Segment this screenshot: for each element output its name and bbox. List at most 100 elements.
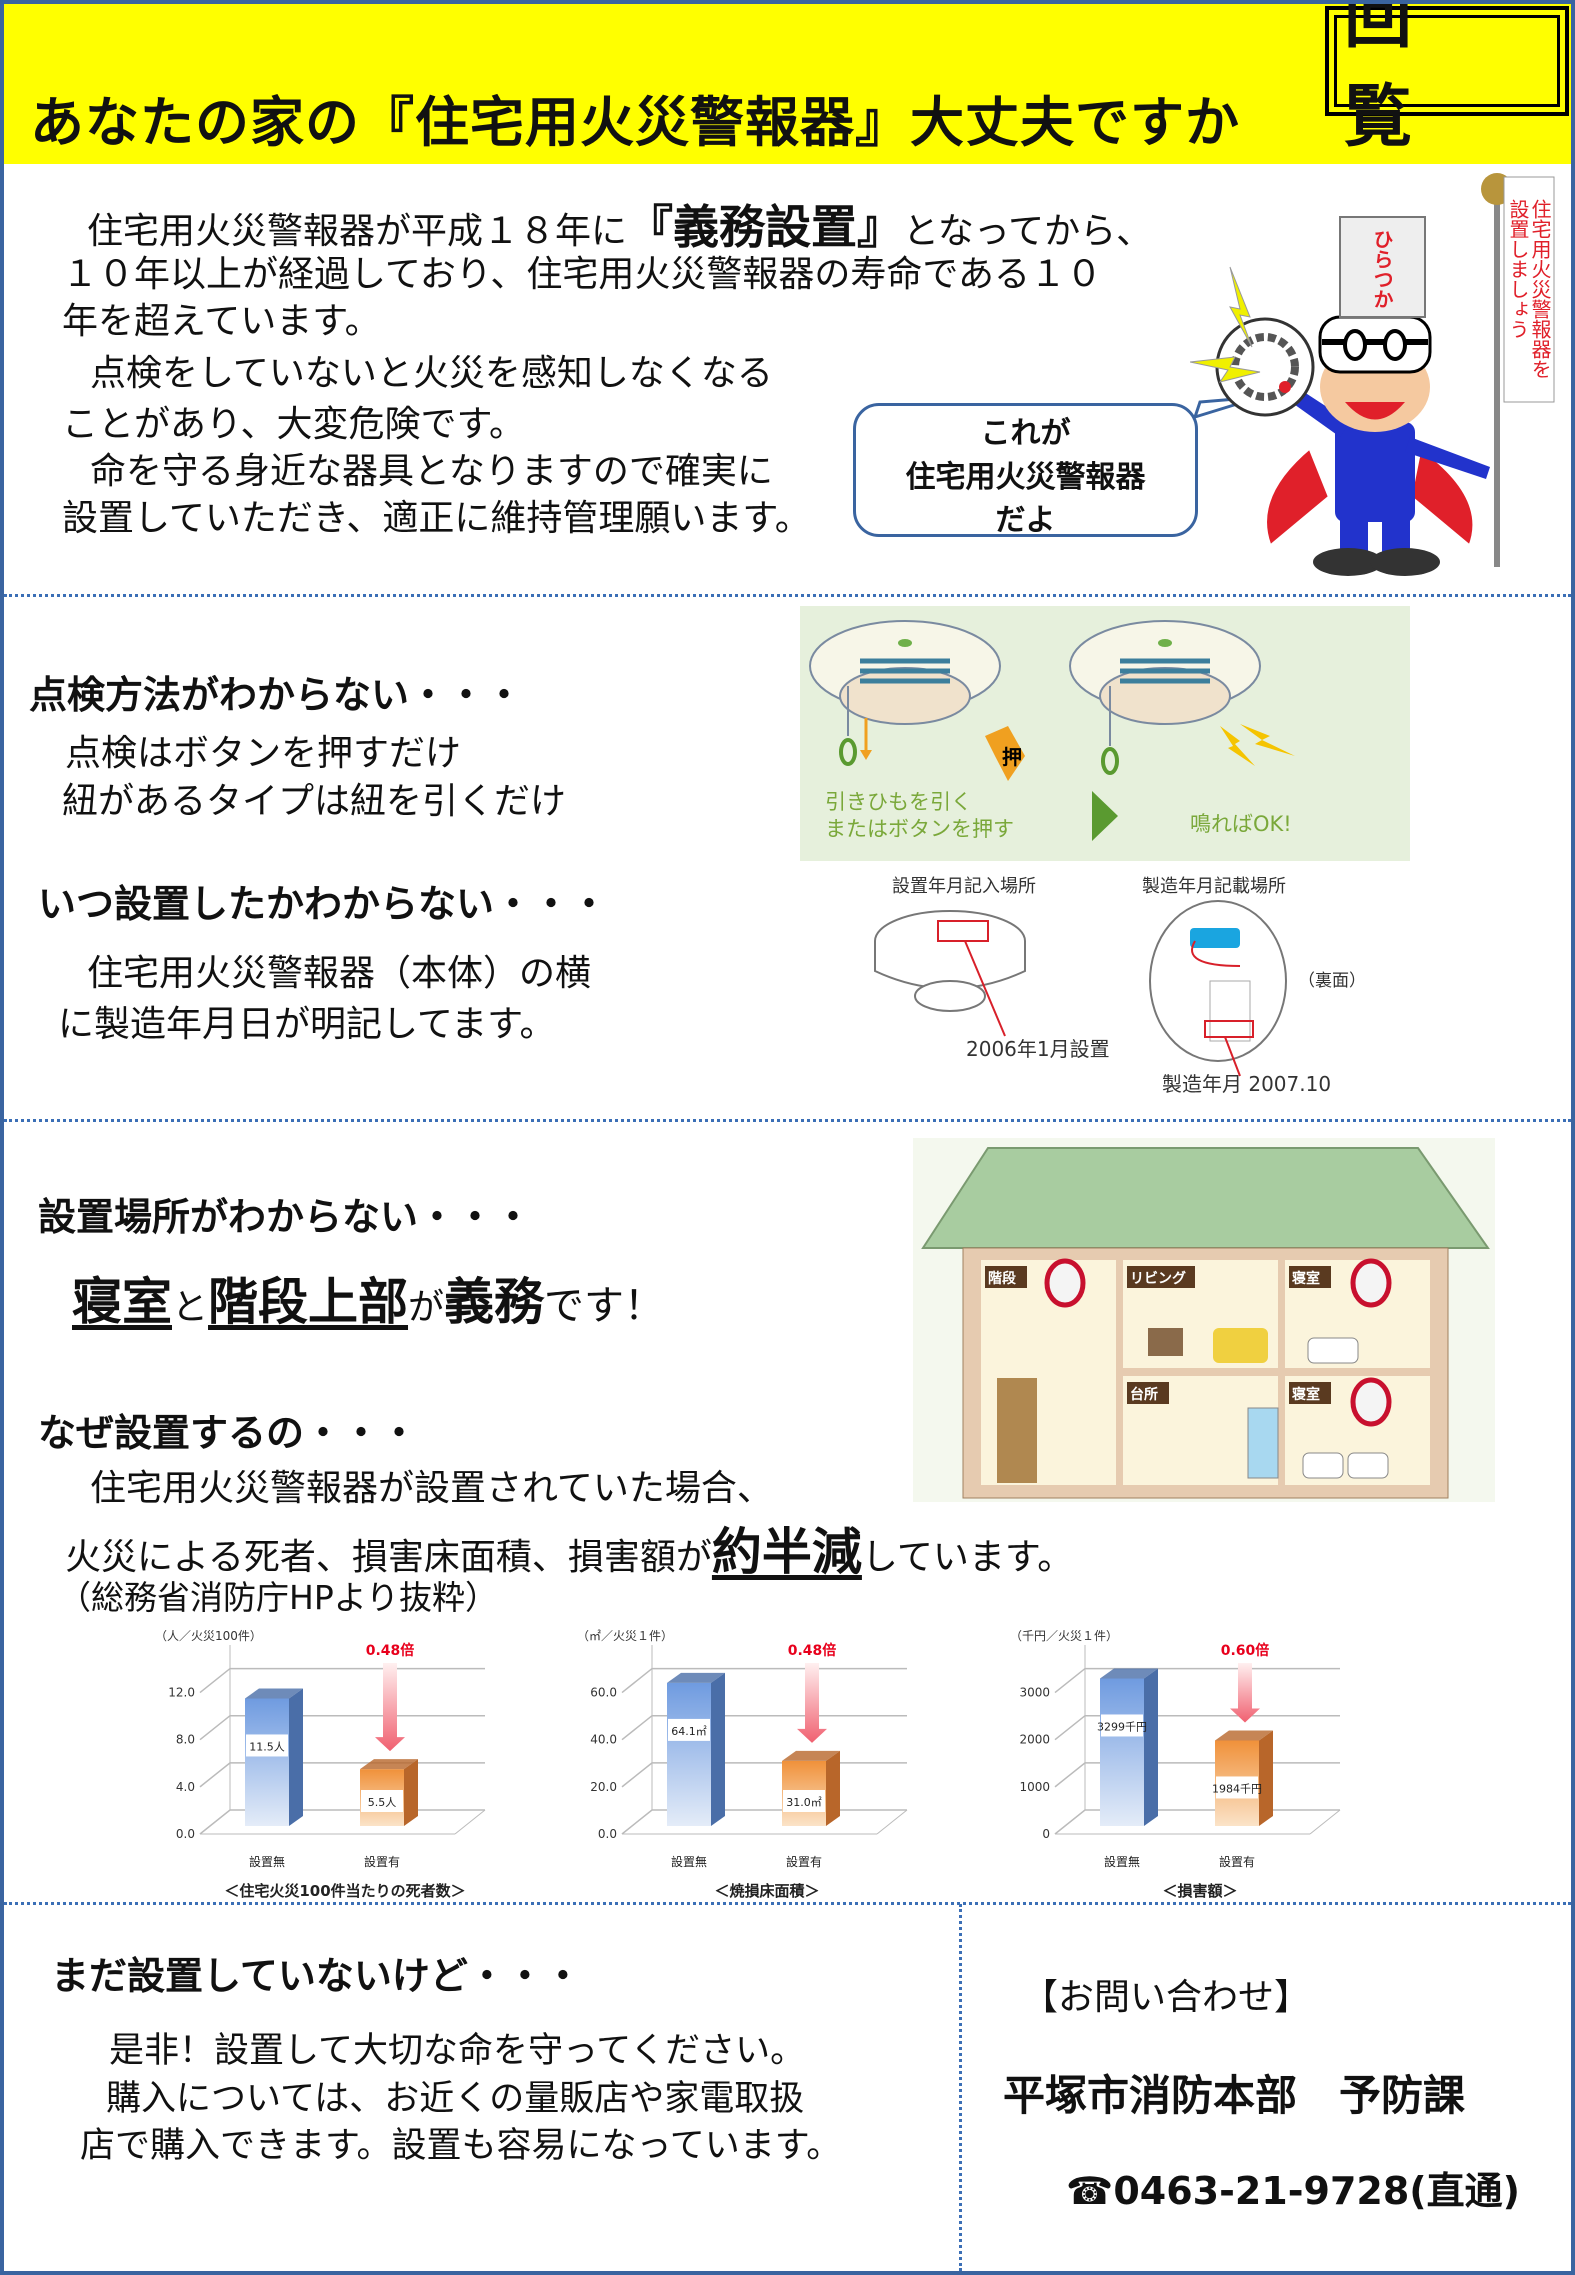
hat-text: ひらつか xyxy=(1370,229,1394,309)
chart-unit-label: （千円／火災１件） xyxy=(1010,1629,1118,1643)
chart-deaths: （人／火災100件）0.04.08.012.011.5人設置無5.5人設置有0.… xyxy=(155,1629,486,1900)
chart-unit-label: （人／火災100件） xyxy=(155,1629,262,1643)
bubble-line: 住宅用火災警報器 xyxy=(905,459,1146,495)
where-heading: 設置場所がわからない・・・ xyxy=(38,1195,533,1239)
chart-burned-area: （㎡／火災１件）0.020.040.060.064.1㎡設置無31.0㎡設置有0… xyxy=(577,1629,908,1900)
notyet-line-3: 店で購入できます。設置も容易になっています。 xyxy=(80,2126,842,2166)
section-divider-vertical xyxy=(959,1904,962,2271)
mouth xyxy=(1345,402,1405,420)
shoes xyxy=(1370,548,1440,576)
gridline xyxy=(621,1667,907,1694)
sign-board xyxy=(1503,176,1555,403)
y-tick-label: 40.0 xyxy=(590,1733,617,1747)
push-label: 押 xyxy=(1002,745,1022,769)
room-label-kitchen: 台所 xyxy=(1130,1386,1158,1403)
notyet-line-2: 購入については、お近くの量販店や家電取扱 xyxy=(106,2079,805,2119)
header-banner xyxy=(4,4,1571,164)
chart-title: ＜住宅火災100件当たりの死者数＞ xyxy=(224,1882,465,1900)
bar-設置無 xyxy=(667,1682,711,1826)
section-divider xyxy=(4,1902,1571,1905)
bar-top xyxy=(360,1759,418,1770)
contact-phone: ☎0463-21-9728(直通) xyxy=(1066,2169,1521,2213)
data-label: 11.5人 xyxy=(249,1740,285,1753)
x-tick-label: 設置無 xyxy=(671,1854,707,1869)
intro-line-2: １０年以上が経過しており、住宅用火災警報器の寿命である１０ xyxy=(62,254,1103,295)
y-tick-label: 0.0 xyxy=(176,1827,195,1841)
data-label-box xyxy=(783,1790,825,1812)
intro-line-6: 命を守る身近な器具となりますので確実に xyxy=(90,451,773,492)
source-note: （総務省消防庁HPより抜粋） xyxy=(58,1578,499,1617)
y-tick-label: 4.0 xyxy=(176,1780,195,1794)
x-tick-label: 設置有 xyxy=(786,1854,822,1869)
ratio-label: 0.48倍 xyxy=(788,1642,837,1659)
bar-top xyxy=(667,1672,725,1683)
mandatory-emphasis: 義務 xyxy=(444,1273,545,1331)
data-label: 31.0㎡ xyxy=(786,1796,822,1809)
back-side-label: （裏面） xyxy=(1298,970,1366,991)
contact-label: 【お問い合わせ】 xyxy=(1022,1977,1311,2018)
data-label: 1984千円 xyxy=(1212,1782,1262,1795)
sign-pole xyxy=(1494,197,1500,567)
chart-title: ＜損害額＞ xyxy=(1162,1882,1237,1900)
eye xyxy=(1343,329,1367,361)
text: が xyxy=(408,1287,445,1328)
staircase xyxy=(997,1378,1037,1483)
hat-box xyxy=(1339,216,1426,318)
install-date-title: 設置年月記入場所 xyxy=(892,876,1036,897)
intro-line-7: 設置していただき、適正に維持管理願います。 xyxy=(62,498,811,539)
bar-side xyxy=(711,1672,725,1826)
gridline xyxy=(199,1714,485,1741)
intro-line-1: 住宅用火災警報器が平成１８年に『義務設置』となってから、 xyxy=(87,200,1152,255)
house-illustration: 階段 リビング 寝室 台所 寝室 xyxy=(913,1138,1495,1502)
pull-cord-ring xyxy=(839,738,857,766)
step1-line-1: 引きひもを引く xyxy=(825,790,972,814)
when-line-2: に製造年月日が明記してます。 xyxy=(58,1004,556,1045)
sign-text: 住宅用火災警報器を xyxy=(1528,199,1552,379)
check-line-1: 点検はボタンを押すだけ xyxy=(65,733,462,774)
x-axis xyxy=(876,1809,908,1835)
x-tick-label: 設置無 xyxy=(1104,1854,1140,1869)
x-tick-label: 設置有 xyxy=(1219,1854,1255,1869)
intro-line-4: 点検をしていないと火災を感知しなくなる xyxy=(90,353,773,394)
room-label-living: リビング xyxy=(1130,1270,1186,1287)
eye xyxy=(1383,329,1407,361)
chart-unit-label: （㎡／火災１件） xyxy=(577,1629,673,1643)
bar-設置無 xyxy=(1100,1678,1144,1826)
data-label-box xyxy=(246,1734,288,1757)
room-label-bedroom: 寝室 xyxy=(1292,1270,1320,1287)
contact-organization: 平塚市消防本部 予防課 xyxy=(1003,2071,1466,2120)
notyet-line-1: 是非！設置して大切な命を守ってください。 xyxy=(109,2031,806,2071)
push-arrow-icon xyxy=(985,726,1025,781)
chart-title: ＜焼損床面積＞ xyxy=(714,1882,819,1900)
y-tick-label: 2000 xyxy=(1019,1733,1050,1747)
smoke-detector-icon xyxy=(1069,620,1261,775)
x-tick-label: 設置有 xyxy=(364,1854,400,1869)
text: しています。 xyxy=(861,1537,1074,1578)
y-tick-label: 20.0 xyxy=(590,1780,617,1794)
section-divider xyxy=(4,594,1571,597)
room-label-bedroom: 寝室 xyxy=(1292,1386,1320,1403)
when-heading: いつ設置したかわからない・・・ xyxy=(38,882,609,926)
circulation-stamp: 回 覧 xyxy=(1325,0,1569,157)
gridline xyxy=(199,1667,485,1694)
text: と xyxy=(172,1287,209,1328)
lightning-icon xyxy=(1190,356,1261,383)
data-label-box xyxy=(1216,1776,1258,1799)
step1-line-2: またはボタンを押す xyxy=(825,817,1014,841)
bar-設置無 xyxy=(245,1698,289,1826)
gridline xyxy=(1054,1714,1340,1741)
y-tick-label: 1000 xyxy=(1019,1780,1050,1794)
data-label-box xyxy=(361,1790,403,1812)
data-label: 3299千円 xyxy=(1097,1720,1147,1733)
ratio-label: 0.48倍 xyxy=(366,1642,415,1659)
roof xyxy=(921,1147,1490,1249)
bar-top xyxy=(1100,1668,1158,1679)
data-label: 64.1㎡ xyxy=(671,1725,707,1738)
y-tick-label: 60.0 xyxy=(590,1686,617,1700)
x-axis xyxy=(454,1809,486,1835)
detector-check-diagram: 押 引きひもを引く またはボタンを押す 鳴ればOK! 設置年月記入場所 製造年月… xyxy=(800,606,1410,1096)
why-heading: なぜ設置するの・・・ xyxy=(38,1411,419,1455)
mandatory-locations: 寝室と階段上部が義務です！ xyxy=(72,1272,664,1332)
sofa xyxy=(1213,1328,1268,1363)
mascot-illustration: 住宅用火災警報器を 設置しましょう ひらつか xyxy=(1190,173,1555,576)
